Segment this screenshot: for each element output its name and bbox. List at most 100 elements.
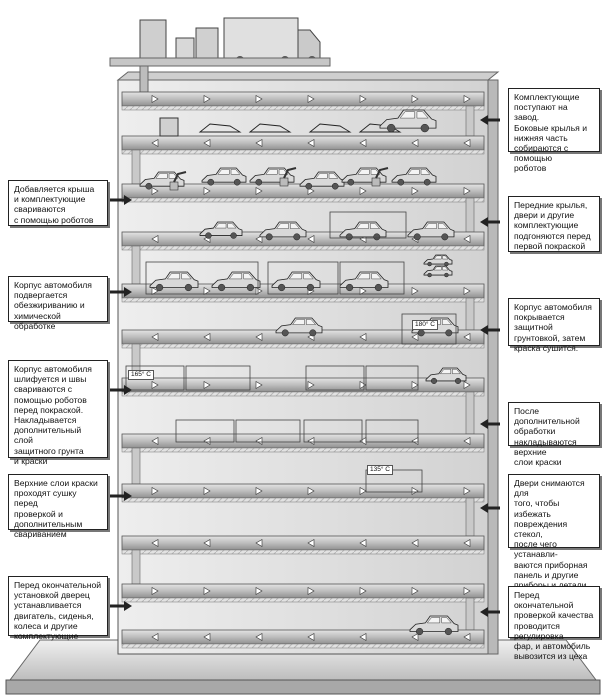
direction-arrow — [151, 186, 159, 196]
car-window — [438, 223, 449, 229]
car-body — [407, 221, 455, 241]
direction-arrow — [359, 94, 367, 104]
wheel — [265, 233, 273, 241]
direction-arrow — [151, 586, 159, 596]
direction-arrow — [203, 538, 211, 548]
direction-arrow — [255, 486, 263, 496]
car-window — [227, 223, 237, 229]
direction-arrow — [307, 632, 315, 642]
direction-arrow — [359, 380, 367, 390]
conveyor-rail — [121, 245, 485, 251]
wheel — [417, 329, 425, 337]
direction-arrow — [203, 436, 211, 446]
direction-arrow — [255, 286, 263, 296]
car-window — [433, 255, 442, 260]
direction-arrow — [411, 138, 419, 148]
vertical-link — [465, 391, 475, 435]
direction-arrow — [411, 538, 419, 548]
direction-arrow — [255, 586, 263, 596]
direction-arrow — [463, 186, 471, 196]
car-window — [214, 223, 227, 229]
car-window — [181, 273, 192, 280]
car-window — [371, 273, 382, 280]
car-body — [409, 615, 459, 636]
wheel — [207, 178, 215, 186]
pointer-head — [480, 115, 488, 125]
wheel — [255, 178, 263, 186]
wheel — [281, 329, 289, 337]
direction-arrow — [307, 138, 315, 148]
process-booth — [267, 261, 339, 295]
wheel — [413, 233, 421, 241]
car-window — [315, 173, 328, 179]
vertical-link — [465, 497, 475, 537]
car-window — [230, 169, 241, 175]
wheel — [374, 283, 383, 292]
wheel — [184, 283, 193, 292]
conveyor-belt — [121, 135, 485, 151]
wheel — [345, 233, 353, 241]
car-body — [271, 271, 321, 292]
direction-arrow — [151, 138, 159, 148]
pointer-head — [480, 419, 488, 429]
direction-arrow — [307, 234, 315, 244]
direction-arrow — [255, 436, 263, 446]
temp-label-3: 135° C — [367, 465, 393, 475]
underbody-frame — [198, 123, 242, 133]
wheel — [345, 283, 354, 292]
robot-arm — [283, 167, 297, 179]
conveyor-rail — [121, 497, 485, 503]
pointer-head — [124, 287, 132, 297]
process-booth — [145, 261, 259, 295]
wheel — [430, 377, 438, 384]
car-window — [228, 273, 243, 280]
car-body — [391, 167, 437, 186]
direction-arrow — [307, 380, 315, 390]
process-booth — [125, 365, 185, 391]
direction-arrow — [411, 632, 419, 642]
car-window — [439, 368, 452, 375]
wheel — [306, 283, 315, 292]
direction-arrow — [463, 632, 471, 642]
wheel — [277, 283, 286, 292]
temp-label-2: 165° C — [128, 370, 154, 380]
conveyor-rail — [121, 297, 485, 303]
direction-arrow — [151, 234, 159, 244]
process-booth — [365, 419, 419, 443]
direction-arrow — [463, 586, 471, 596]
direction-arrow — [151, 538, 159, 548]
conveyor-rail — [121, 343, 485, 349]
car-window — [433, 266, 442, 271]
car-body — [211, 271, 261, 292]
process-booth — [175, 419, 235, 443]
car-window — [370, 223, 381, 229]
car-window — [420, 169, 431, 175]
car-window — [306, 319, 317, 325]
process-booth — [235, 419, 301, 443]
car-window — [328, 173, 339, 179]
underbody-frame — [308, 123, 352, 133]
direction-arrow — [359, 538, 367, 548]
robot-base — [169, 181, 179, 191]
vertical-link — [131, 245, 141, 285]
direction-arrow — [307, 586, 315, 596]
note-doors-removed: Двери снимаются для того, чтобы избежать… — [508, 474, 600, 590]
conveyor-rail — [121, 597, 485, 603]
car-window — [442, 319, 453, 325]
vertical-link — [465, 105, 475, 137]
direction-arrow — [255, 94, 263, 104]
direction-arrow — [463, 486, 471, 496]
wheel — [246, 283, 255, 292]
car-body — [423, 265, 453, 278]
direction-arrow — [411, 380, 419, 390]
note-roof-welding: Добавляется крыша и комплектующие сварив… — [8, 180, 108, 226]
wheel — [293, 233, 301, 241]
wheel — [373, 233, 381, 241]
direction-arrow — [463, 234, 471, 244]
wheel — [444, 272, 449, 278]
conveyor-belt — [121, 483, 485, 499]
car-window — [424, 223, 437, 229]
temp-label-1: 180° C — [412, 320, 438, 330]
direction-arrow — [203, 186, 211, 196]
